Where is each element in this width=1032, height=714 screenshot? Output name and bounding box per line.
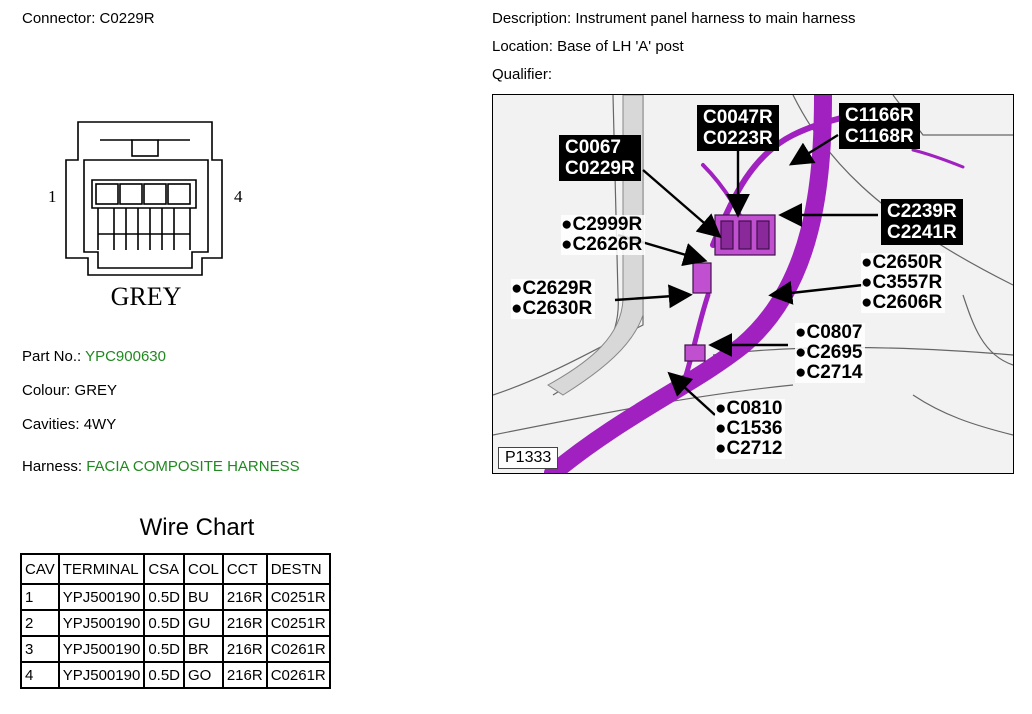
col-cell: BR <box>183 635 224 663</box>
col-header: DESTN <box>265 553 331 585</box>
table-row: 1 YPJ500190 0.5D BU 216R C0251R <box>20 583 331 611</box>
pin-right-label: 4 <box>234 187 243 206</box>
csa-cell: 0.5D <box>143 635 185 663</box>
bullet-item: ●C0807 <box>795 323 866 343</box>
colour-value: GREY <box>74 382 118 399</box>
csa-cell: 0.5D <box>143 661 185 689</box>
qualifier-label: Qualifier: <box>492 66 553 83</box>
bullet-item: ●C2650R <box>861 253 946 273</box>
bullet-item: ●C2999R <box>561 215 646 235</box>
col-cell: GU <box>183 609 224 637</box>
connector-face-svg: 1 4 GREY <box>48 121 243 311</box>
part-number-line: Part No.: YPC900630 <box>22 348 166 365</box>
connector-value: C0229R <box>99 10 155 27</box>
callout-line: C1166R <box>845 105 914 126</box>
col-header: COL <box>183 553 224 585</box>
cct-cell: 216R <box>221 609 268 637</box>
pin-left-label: 1 <box>48 187 57 206</box>
cavities-label: Cavities: <box>22 416 80 433</box>
table-row: 4 YPJ500190 0.5D GO 216R C0261R <box>20 661 331 689</box>
callout-line: C0067 <box>565 137 621 158</box>
bullet-item: ●C2606R <box>861 293 946 313</box>
destn-cell: C0261R <box>265 635 331 663</box>
cct-cell: 216R <box>221 583 268 611</box>
part-label: Part No.: <box>22 348 82 365</box>
colour-line: Colour: GREY <box>22 382 117 399</box>
destn-cell: C0251R <box>265 583 331 611</box>
connector-colour-text: GREY <box>111 282 182 310</box>
table-row: 3 YPJ500190 0.5D BR 216R C0261R <box>20 635 331 663</box>
callout-c2239r: C2239R C2241R <box>881 199 963 245</box>
table-row: 2 YPJ500190 0.5D GU 216R C0251R <box>20 609 331 637</box>
cct-cell: 216R <box>221 635 268 663</box>
terminal-cell: YPJ500190 <box>57 661 146 689</box>
terminal-cell: YPJ500190 <box>57 583 146 611</box>
bullet-group-c0807: ●C0807 ●C2695 ●C2714 <box>795 323 866 383</box>
connector-label: Connector: <box>22 10 96 27</box>
bullet-group-c0810: ●C0810 ●C1536 ●C2712 <box>715 399 786 459</box>
part-number-link[interactable]: YPC900630 <box>85 348 166 365</box>
bullet-item: ●C3557R <box>861 273 946 293</box>
callout-line: C0229R <box>565 158 635 179</box>
qualifier-line: Qualifier: <box>492 66 552 83</box>
bullet-item: ●C0810 <box>715 399 786 419</box>
description-label: Description: <box>492 10 572 27</box>
description-line: Description: Instrument panel harness to… <box>492 10 856 27</box>
wire-chart-title: Wire Chart <box>139 514 255 541</box>
col-header: CSA <box>143 553 185 585</box>
bullet-item: ●C2626R <box>561 235 646 255</box>
bullet-item: ●C2629R <box>511 279 596 299</box>
harness-link[interactable]: FACIA COMPOSITE HARNESS <box>86 458 300 475</box>
col-cell: BU <box>183 583 224 611</box>
figure-id-label: P1333 <box>498 447 559 469</box>
colour-label: Colour: <box>22 382 71 399</box>
callout-line: C2241R <box>887 222 957 243</box>
connector-line: Connector: C0229R <box>22 10 155 27</box>
wire-chart-table: CAV TERMINAL CSA COL CCT DESTN 1 YPJ5001… <box>20 553 331 689</box>
csa-cell: 0.5D <box>143 583 185 611</box>
terminal-cell: YPJ500190 <box>57 635 146 663</box>
cct-cell: 216R <box>221 661 268 689</box>
cav-cell: 3 <box>20 635 60 663</box>
callout-line: C2239R <box>887 201 957 222</box>
location-value: Base of LH 'A' post <box>557 38 684 55</box>
bullet-group-c2650r: ●C2650R ●C3557R ●C2606R <box>861 253 946 313</box>
col-cell: GO <box>183 661 224 689</box>
callout-c0047r: C0047R C0223R <box>697 105 779 151</box>
bullet-item: ●C2714 <box>795 363 866 383</box>
harness-line: Harness: FACIA COMPOSITE HARNESS <box>22 458 300 475</box>
destn-cell: C0251R <box>265 609 331 637</box>
connector-face-diagram: 1 4 GREY <box>40 110 255 311</box>
bullet-group-c2629r: ●C2629R ●C2630R <box>511 279 596 319</box>
callout-c0067: C0067 C0229R <box>559 135 641 181</box>
terminal-cell: YPJ500190 <box>57 609 146 637</box>
callout-c1166r: C1166R C1168R <box>839 103 920 149</box>
cavities-value: 4WY <box>83 416 117 433</box>
bullet-item: ●C2712 <box>715 439 786 459</box>
harness-label: Harness: <box>22 458 83 475</box>
cav-cell: 2 <box>20 609 60 637</box>
bullet-group-c2999r: ●C2999R ●C2626R <box>561 215 646 255</box>
col-header: TERMINAL <box>57 553 146 585</box>
callout-line: C0047R <box>703 107 773 128</box>
bullet-item: ●C2695 <box>795 343 866 363</box>
cav-cell: 1 <box>20 583 60 611</box>
bullet-item: ●C1536 <box>715 419 786 439</box>
description-value: Instrument panel harness to main harness <box>575 10 856 27</box>
wire-chart-header-row: CAV TERMINAL CSA COL CCT DESTN <box>20 553 331 585</box>
bullet-item: ●C2630R <box>511 299 596 319</box>
location-picture: C0067 C0229R C0047R C0223R C1166R C1168R… <box>492 94 1014 474</box>
csa-cell: 0.5D <box>143 609 185 637</box>
callout-line: C0223R <box>703 128 773 149</box>
location-line: Location: Base of LH 'A' post <box>492 38 684 55</box>
destn-cell: C0261R <box>265 661 331 689</box>
cavities-line: Cavities: 4WY <box>22 416 116 433</box>
harness-branch-right <box>911 148 965 169</box>
location-label: Location: <box>492 38 553 55</box>
callout-line: C1168R <box>845 126 914 147</box>
col-header: CAV <box>20 553 60 585</box>
cav-cell: 4 <box>20 661 60 689</box>
col-header: CCT <box>221 553 268 585</box>
